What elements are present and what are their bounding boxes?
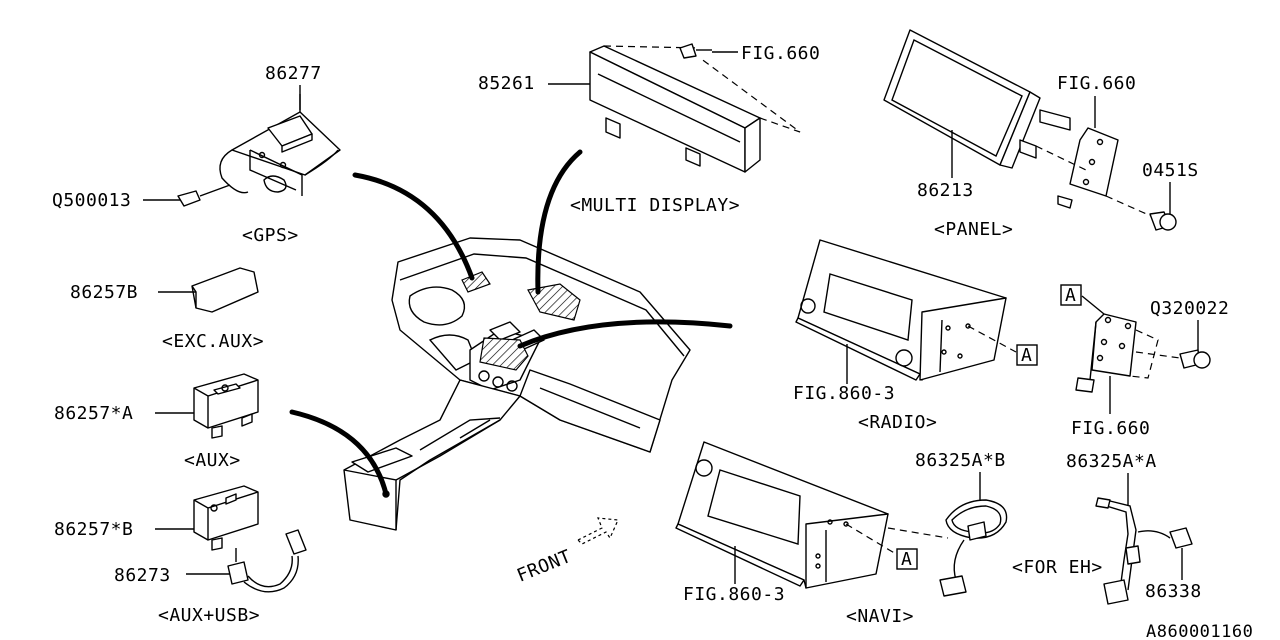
pointer-multi-display: [535, 149, 583, 295]
ref-box-a-bracket: [1060, 284, 1082, 306]
callout-85261: 85261: [478, 73, 535, 94]
front-label: FRONT: [514, 546, 574, 587]
ref-a-bracket: A: [1065, 285, 1076, 306]
callout-86257b: 86257B: [70, 282, 138, 303]
caption-exc-aux: <EXC.AUX>: [162, 331, 264, 352]
callout-fig8603-navi: FIG.860-3: [683, 584, 785, 605]
aux-usb-jack: [193, 485, 307, 593]
gps-location-marker: [461, 271, 491, 293]
ref-box-a-radio: [1016, 344, 1038, 366]
diagram-id: A860001160: [1146, 622, 1253, 640]
callout-86338: 86338: [1145, 581, 1202, 602]
pointer-aux: [289, 409, 389, 497]
exc-aux-cover: [191, 267, 259, 313]
radio-location-marker: [479, 337, 529, 371]
pointer-radio: [517, 319, 733, 349]
pointer-gps: [352, 172, 475, 281]
callout-86325ab: 86325A*B: [915, 450, 1006, 471]
ref-a-navi: A: [901, 549, 912, 570]
caption-panel: <PANEL>: [934, 219, 1013, 240]
panel-display-unit: [883, 29, 1177, 231]
caption-aux: <AUX>: [184, 450, 241, 471]
aux-jack: [193, 373, 259, 439]
mounting-bracket: [1075, 295, 1211, 393]
radio-unit: [795, 239, 1017, 381]
navi-unit: [675, 441, 897, 589]
caption-multi-display: <MULTI DISPLAY>: [570, 195, 740, 216]
caption-radio: <RADIO>: [858, 412, 937, 433]
callout-fig660-top: FIG.660: [741, 43, 820, 64]
callout-86277: 86277: [265, 63, 322, 84]
callout-86257a: 86257*A: [54, 403, 133, 424]
callout-0451s: 0451S: [1142, 160, 1199, 181]
front-arrow: FRONT: [514, 517, 619, 587]
callout-86325aa: 86325A*A: [1066, 451, 1157, 472]
eh-harness: [1095, 497, 1193, 605]
caption-navi: <NAVI>: [846, 606, 914, 627]
caption-aux-usb: <AUX+USB>: [158, 605, 260, 626]
multi-display-unit: [589, 43, 801, 173]
gps-antenna-assembly: [177, 94, 341, 207]
ref-a-radio: A: [1021, 345, 1032, 366]
callout-fig8603-radio: FIG.860-3: [793, 383, 895, 404]
dashboard-illustration: [343, 237, 691, 531]
callout-86273: 86273: [114, 565, 171, 586]
ref-box-a-navi: [896, 548, 918, 570]
callout-q320022: Q320022: [1150, 298, 1229, 319]
callout-q500013: Q500013: [52, 190, 131, 211]
navi-harness: [887, 499, 1008, 597]
caption-gps: <GPS>: [242, 225, 299, 246]
callout-86257b2: 86257*B: [54, 519, 133, 540]
multi-display-location-marker: [527, 283, 581, 321]
callout-fig660-bracket: FIG.660: [1071, 418, 1150, 439]
callout-fig660-panel: FIG.660: [1057, 73, 1136, 94]
callout-86213: 86213: [917, 180, 974, 201]
caption-for-eh: <FOR EH>: [1012, 557, 1103, 578]
